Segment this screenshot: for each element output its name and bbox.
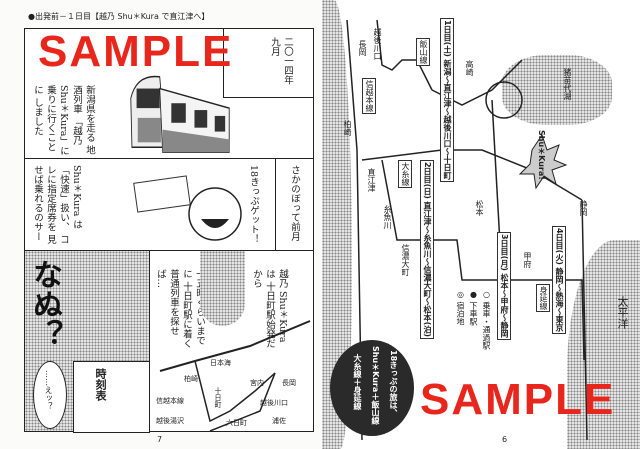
map-label: 長岡 [358, 40, 367, 56]
page-number: 6 [502, 435, 508, 444]
book-title: 時刻表 [94, 368, 107, 401]
plan-text: 一五時くらいまでに 十日町駅に着く 普通列車を探せば… [154, 269, 206, 349]
map-label: 飯山線 [416, 38, 430, 66]
map-label: 越後湯沢 [156, 417, 184, 425]
legend-item: ◎ 宿泊地 [456, 290, 465, 326]
rail-map [159, 320, 311, 431]
intro-line: 「越乃 Shu＊Kura」に [58, 85, 82, 156]
ticket-illustration [133, 175, 191, 213]
intro-line: 地酒列車 [71, 85, 95, 155]
day3-label: 3日目(月) 松本～甲府～静岡 [497, 232, 511, 340]
burst-text: Shu＊Kura! [537, 130, 546, 180]
rapid-line: 見せば乗れるのサー [32, 165, 56, 245]
map-label: 信濃大町 [401, 244, 410, 276]
rapid-line: 「快速」扱い、 [58, 165, 69, 232]
map-label: 長岡 [282, 379, 296, 387]
circle-line: Shu＊Kura＋飯山線 [371, 346, 380, 425]
map-label: 直江津 [367, 168, 376, 192]
chapter-header: ●出発前－１日目【越乃 Shu＊Kura で直江津へ】 [28, 12, 210, 21]
map-label: 六日町 [226, 419, 247, 427]
plan-line: 一五時くらいまでに [181, 269, 205, 345]
lake-label: 猪苗代湖 [563, 68, 572, 100]
timetable-book: 時刻表 [73, 361, 150, 433]
day2-label: 2日目(日) 直江津～糸魚川～信濃大町～松本(泊) [420, 160, 434, 339]
train-illustration [130, 75, 230, 153]
map-label: 柏崎 [184, 375, 198, 383]
plan-line: 普通列車を探せば… [155, 269, 179, 336]
intro-line: しました [32, 97, 43, 136]
date-month: 九月 [269, 37, 280, 56]
map-label: 大糸線 [398, 160, 412, 188]
intro-line: 乗りに行くことに [32, 85, 56, 152]
map-label: 信越本線 [156, 397, 184, 405]
map-label: 十日町 [214, 387, 222, 408]
rapid-line: Shu＊Kura は [71, 165, 82, 229]
sea-area [200, 251, 245, 326]
start-line: 越乃 Shu＊Kura は [264, 269, 288, 343]
watermark: SAMPLE [420, 375, 616, 424]
start-line: 十日町駅始発だから [251, 269, 275, 349]
map-label: 宮内 [250, 379, 264, 387]
date-year: 二〇一四年 [282, 37, 293, 85]
ocean-label: 太平洋 [616, 296, 629, 329]
flashback-text: さかのぼって前月 [289, 165, 300, 241]
circle-line: 大糸線＋身延線 [353, 354, 362, 410]
map-label: 糸魚川 [383, 205, 392, 229]
inland-lake [502, 55, 612, 125]
day4-label: 4日目(火) 静岡～熱海～東京 [552, 226, 566, 334]
map-label: 信越本線 [362, 78, 376, 114]
summary-circle: 18きっぷの旅は、 Shu＊Kura＋飯山線 大糸線＋身延線 [330, 340, 414, 436]
circle-line: 18きっぷの旅は、 [389, 350, 398, 418]
map-panel: 一五時くらいまでに 十日町駅に着く 普通列車を探せば… 越乃 Shu＊Kura … [149, 250, 314, 432]
ticket-caption: 18きっぷゲット！ [248, 165, 259, 244]
legend-item: ● 下車駅 [469, 290, 478, 326]
intro-line: 新潟県を走る [84, 85, 95, 142]
map-label: 松本 [475, 200, 484, 216]
map-label: 日本海 [210, 359, 231, 367]
map-label: 越後川口 [260, 399, 288, 407]
plan-line: 十日町駅に着く [181, 281, 192, 349]
speech-bubble: ……えッ？ [33, 361, 67, 429]
day1-label: 1日目(土) 新潟～直江津～越後川口～十日町 [440, 18, 454, 182]
intro-text: 新潟県を走る 地酒列車 「越乃 Shu＊Kura」に 乗りに行くことに しました [31, 85, 96, 157]
rapid-text: Shu＊Kura は 「快速」扱い、 コレに指定席券を 見せば乗れるのサー [31, 165, 83, 245]
map-label: 浦佐 [272, 417, 286, 425]
map-label: 越後川口 [373, 28, 382, 60]
pacific-ocean [567, 240, 640, 449]
right-page: 1日目(土) 新潟～直江津～越後川口～十日町 2日目(日) 直江津～糸魚川～信濃… [322, 0, 640, 449]
watermark: SAMPLE [38, 27, 234, 76]
page-number: 7 [157, 435, 163, 444]
map-label: 静岡 [579, 200, 588, 216]
sfx-text: なぬ？ [27, 259, 62, 349]
map-label: 甲府 [523, 252, 532, 268]
shock-panel: なぬ？ ……えッ？ 時刻表 [24, 250, 151, 433]
left-page: ●出発前－１日目【越乃 Shu＊Kura で直江津へ】 二〇一四年 九月 新潟県… [24, 12, 314, 444]
character-face [188, 187, 242, 241]
start-text: 越乃 Shu＊Kura は 十日町駅始発だから [250, 269, 289, 349]
bubble-text: ……えッ？ [44, 370, 53, 410]
middle-panel: Shu＊Kura は 「快速」扱い、 コレに指定席券を 見せば乗れるのサー 18… [24, 158, 314, 252]
top-panel: 二〇一四年 九月 新潟県を走る 地酒列車 「越乃 Shu＊Kura」に 乗りに行… [24, 28, 314, 160]
map-label: 高崎 [465, 60, 474, 76]
legend-item: ○ 乗車・通過駅 [482, 290, 491, 350]
rapid-line: コレに指定席券を [45, 165, 69, 245]
date-box: 二〇一四年 九月 [223, 29, 314, 98]
map-label: 身延線 [536, 284, 550, 312]
map-label: 柏崎 [343, 120, 352, 136]
flashback-box: さかのぼって前月 [275, 159, 314, 251]
